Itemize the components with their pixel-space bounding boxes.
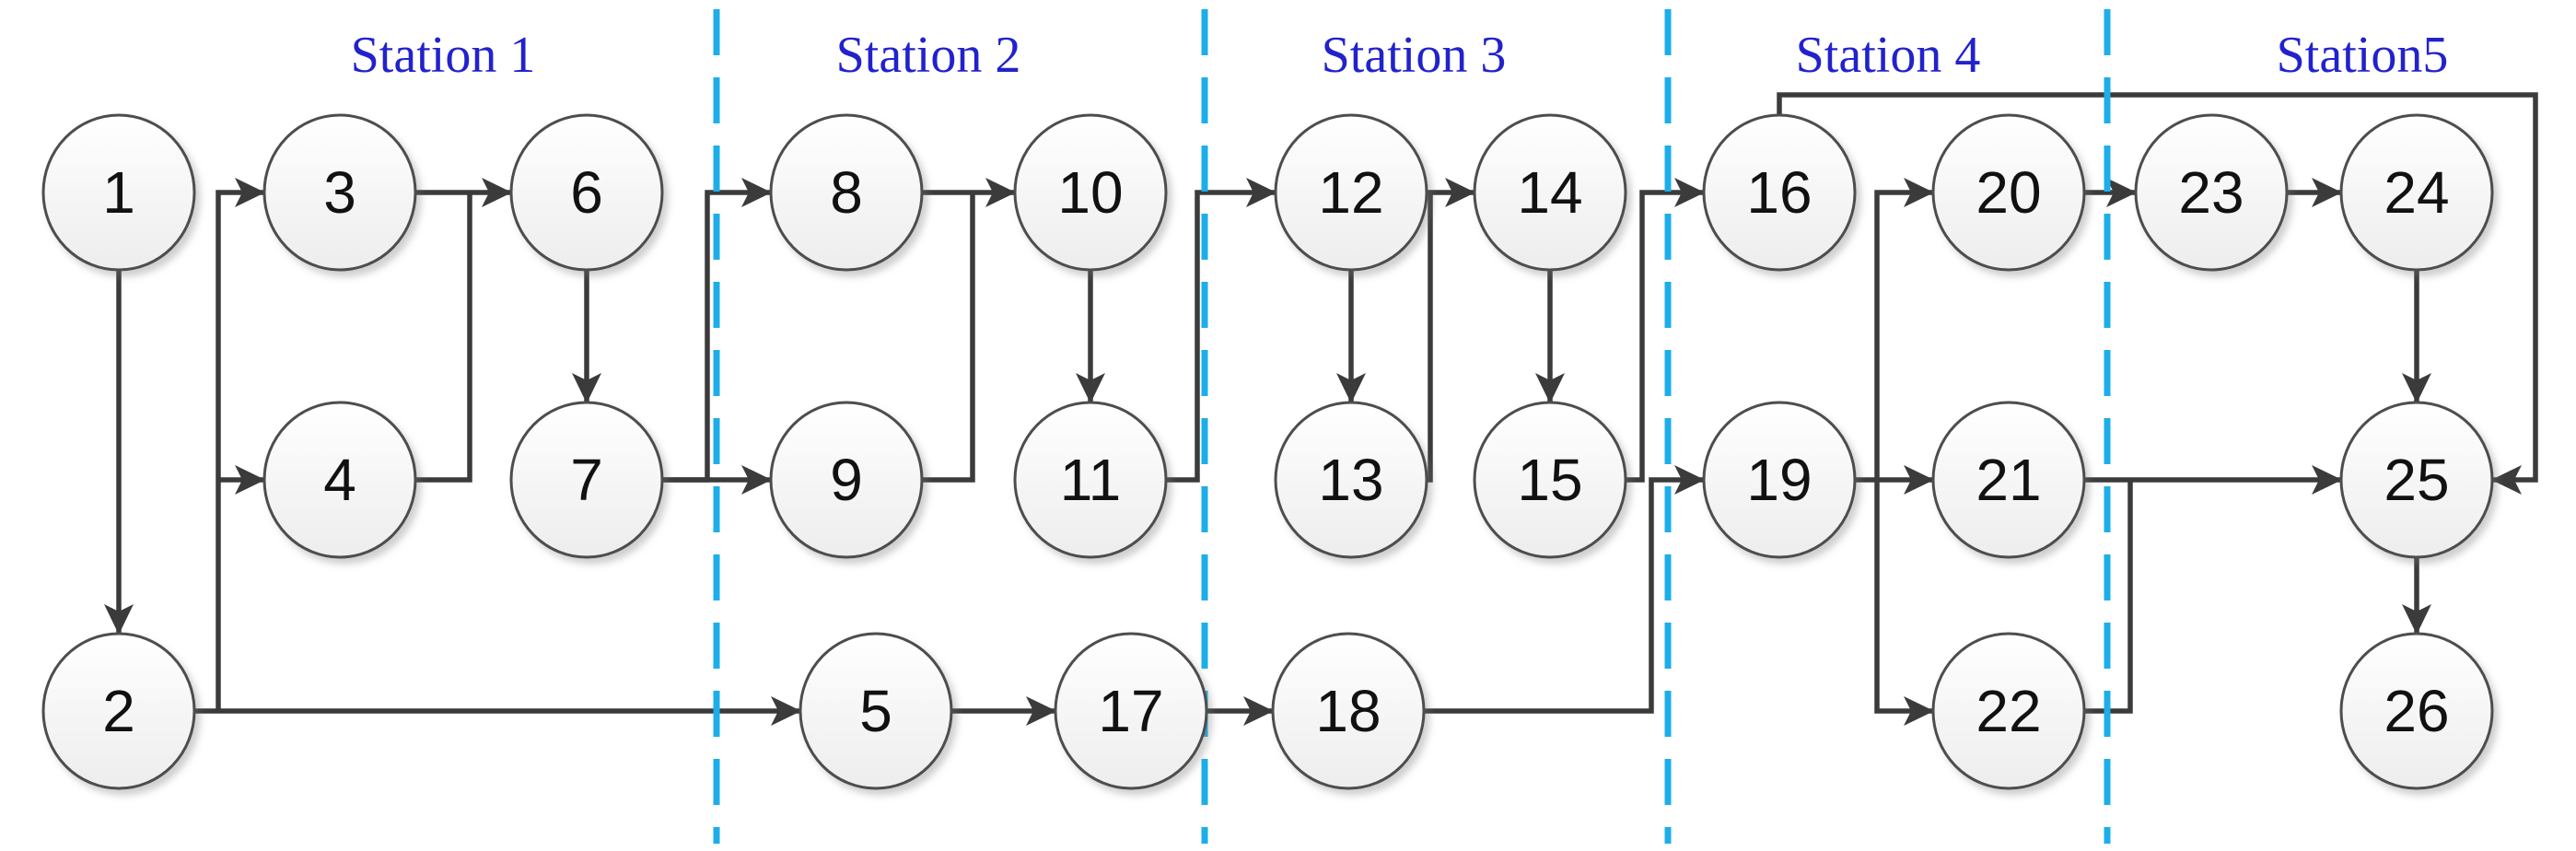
node-7: 7 (509, 401, 664, 559)
node-18: 18 (1271, 632, 1426, 790)
node-12: 12 (1274, 113, 1428, 272)
node-22: 22 (1931, 632, 2086, 790)
node-11-label: 11 (1060, 447, 1121, 513)
node-25-label: 25 (2384, 447, 2449, 513)
node-17: 17 (1054, 632, 1208, 790)
node-25: 25 (2339, 401, 2494, 559)
station-label-5: Station5 (2277, 27, 2449, 84)
node-12-label: 12 (1318, 159, 1383, 226)
node-15-label: 15 (1517, 447, 1582, 513)
node-6: 6 (509, 113, 664, 272)
edge-11-12 (1166, 178, 1276, 483)
node-14: 14 (1473, 113, 1627, 272)
node-19-circle (1702, 401, 1857, 559)
node-17-circle (1054, 632, 1208, 790)
node-7-label: 7 (570, 447, 603, 513)
edge-22-25 (2084, 480, 2133, 714)
node-24-label: 24 (2384, 159, 2449, 226)
node-16: 16 (1702, 113, 1857, 272)
node-13-circle (1274, 401, 1428, 559)
node-4-label: 4 (323, 447, 356, 513)
node-19: 19 (1702, 401, 1857, 559)
node-9-circle (769, 401, 924, 559)
node-5-label: 5 (859, 678, 892, 744)
node-8-circle (769, 113, 924, 272)
node-14-circle (1473, 113, 1627, 272)
node-20: 20 (1931, 113, 2086, 272)
edge-4-6 (415, 192, 472, 483)
node-13-label: 13 (1318, 447, 1383, 513)
node-11-circle (1013, 401, 1168, 559)
edge-19-22 (1874, 480, 1934, 726)
node-17-label: 17 (1098, 678, 1163, 744)
node-24-circle (2339, 113, 2494, 272)
node-23-circle (2134, 113, 2289, 272)
node-6-circle (509, 113, 664, 272)
node-24: 24 (2339, 113, 2494, 272)
node-1: 1 (41, 113, 196, 272)
node-23-label: 23 (2178, 159, 2244, 226)
edge-16-25 (1777, 92, 2538, 495)
node-18-label: 18 (1315, 678, 1381, 744)
node-5: 5 (798, 632, 953, 790)
edge-15-16 (1626, 178, 1705, 483)
node-10-label: 10 (1057, 159, 1123, 226)
node-21-circle (1931, 401, 2086, 559)
node-15: 15 (1473, 401, 1627, 559)
node-12-circle (1274, 113, 1428, 272)
node-25-circle (2339, 401, 2494, 559)
node-20-label: 20 (1976, 159, 2041, 226)
node-3-circle (262, 113, 417, 272)
node-19-label: 19 (1746, 447, 1812, 513)
station-label-1: Station 1 (351, 27, 536, 84)
node-26: 26 (2339, 632, 2494, 790)
node-22-circle (1931, 632, 2086, 790)
node-10-circle (1013, 113, 1168, 272)
node-1-label: 1 (102, 159, 135, 226)
node-2-circle (41, 632, 196, 790)
node-4-circle (262, 401, 417, 559)
node-11: 11 (1013, 401, 1168, 559)
node-6-label: 6 (570, 159, 603, 226)
node-2: 2 (41, 632, 196, 790)
edge-19-20 (1874, 178, 1934, 480)
node-8: 8 (769, 113, 924, 272)
station-label-2: Station 2 (836, 27, 1021, 84)
node-1-circle (41, 113, 196, 272)
node-21-label: 21 (1976, 447, 2041, 513)
node-20-circle (1931, 113, 2086, 272)
node-18-circle (1271, 632, 1426, 790)
node-13: 13 (1274, 401, 1428, 559)
node-21: 21 (1931, 401, 2086, 559)
station-label-3: Station 3 (1322, 27, 1507, 84)
node-7-circle (509, 401, 664, 559)
node-26-circle (2339, 632, 2494, 790)
edge-18-19 (1424, 465, 1705, 714)
node-16-label: 16 (1746, 159, 1812, 226)
edge-9-10 (922, 192, 975, 483)
edge-2-3 (216, 178, 265, 711)
node-3-label: 3 (323, 159, 356, 226)
node-26-label: 26 (2384, 678, 2449, 744)
node-16-circle (1702, 113, 1857, 272)
node-22-label: 22 (1976, 678, 2041, 744)
node-9-label: 9 (830, 447, 863, 513)
node-10: 10 (1013, 113, 1168, 272)
node-2-label: 2 (102, 678, 135, 744)
edge-13-14 (1427, 178, 1475, 483)
node-15-circle (1473, 401, 1627, 559)
node-23: 23 (2134, 113, 2289, 272)
node-5-circle (798, 632, 953, 790)
node-9: 9 (769, 401, 924, 559)
node-8-label: 8 (830, 159, 863, 226)
station-label-4: Station 4 (1796, 27, 1981, 84)
node-4: 4 (262, 401, 417, 559)
node-3: 3 (262, 113, 417, 272)
node-14-label: 14 (1517, 159, 1582, 226)
